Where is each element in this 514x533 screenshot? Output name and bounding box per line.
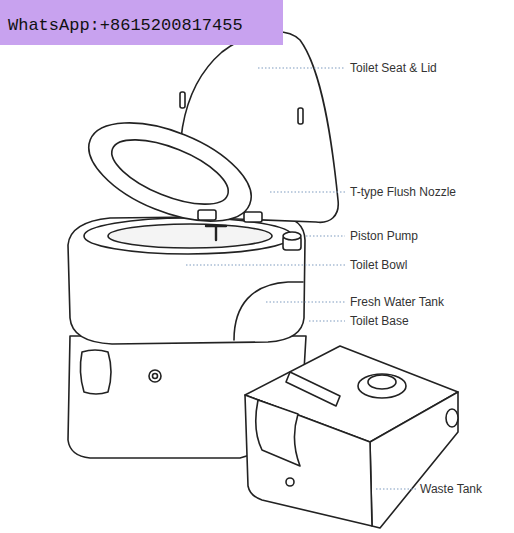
toilet-drawing	[68, 32, 458, 528]
bowl-rim	[84, 218, 292, 254]
waste-tank-valve	[446, 409, 458, 427]
waste-tank-spout-cap	[368, 375, 396, 389]
part-label: Toilet Bowl	[350, 258, 407, 272]
flush-nozzle	[206, 226, 226, 240]
waste-tank-side	[370, 392, 458, 528]
lid-slot	[180, 92, 185, 108]
leader-line	[266, 301, 345, 302]
watermark-band	[0, 0, 283, 45]
seat-inner	[104, 127, 237, 218]
part-label: Piston Pump	[350, 229, 418, 243]
waste-tank-vent	[286, 478, 294, 486]
leader-lines	[186, 68, 416, 489]
waste-tank-handle	[256, 400, 300, 466]
toilet-seat	[75, 103, 264, 242]
lid-slot	[298, 108, 303, 124]
bowl-opening	[108, 224, 272, 248]
fresh-water-tank-window	[234, 282, 303, 340]
leader-line	[186, 264, 345, 265]
leader-line	[306, 235, 345, 236]
leader-line	[270, 191, 345, 192]
part-label: T-type Flush Nozzle	[350, 185, 456, 199]
waste-tank-slider	[286, 372, 340, 406]
seat-outer	[75, 103, 264, 242]
piston-pump-cap	[283, 232, 301, 240]
base-latch	[149, 370, 161, 382]
part-label: Fresh Water Tank	[350, 295, 444, 309]
part-label: Waste Tank	[420, 482, 482, 496]
base-latch-center	[153, 374, 158, 379]
waste-tank-spout	[358, 374, 406, 398]
seat-hinge	[244, 212, 262, 222]
leader-line	[376, 488, 416, 489]
part-label: Toilet Seat & Lid	[350, 61, 437, 75]
part-label: Toilet Base	[350, 314, 409, 328]
leader-line	[258, 67, 345, 68]
toilet-bowl-body	[68, 216, 305, 344]
base-handle	[80, 350, 111, 394]
watermark: WhatsApp:+8615200817455	[8, 16, 243, 36]
seat-hinge	[198, 210, 216, 220]
waste-tank-front	[245, 395, 372, 526]
leader-line	[309, 320, 345, 321]
